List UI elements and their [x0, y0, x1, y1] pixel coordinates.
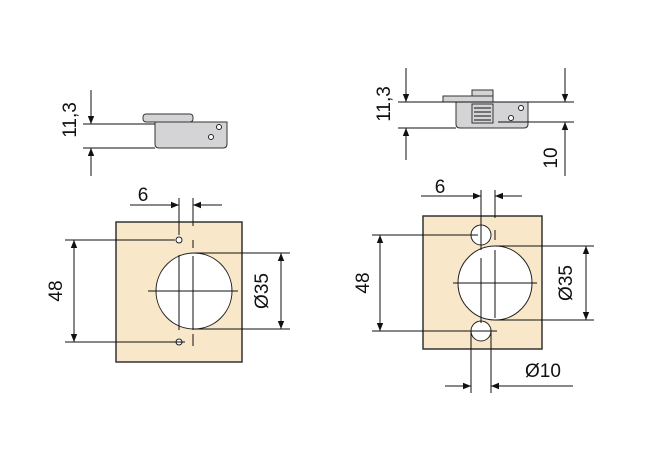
- left-cup-diameter-label: Ø35: [252, 273, 273, 309]
- right-side-depth-label: 10: [541, 147, 562, 168]
- left-side-view: 11,3: [60, 90, 228, 176]
- left-hole-spacing-label: 48: [46, 280, 67, 301]
- right-cup-diameter-label: Ø35: [556, 265, 577, 301]
- left-offset-label: 6: [138, 185, 149, 206]
- left-plate-view: 6 48 Ø35: [46, 185, 290, 363]
- left-side-height-label: 11,3: [60, 102, 81, 138]
- right-side-view: 11,3 10: [374, 68, 574, 176]
- right-hole-spacing-label: 48: [353, 272, 374, 293]
- right-offset-label: 6: [435, 177, 446, 198]
- right-dowel-diameter-label: Ø10: [525, 361, 561, 382]
- right-side-height-label: 11,3: [374, 86, 395, 122]
- right-plate-view: 6 48 Ø35 Ø10: [353, 177, 594, 393]
